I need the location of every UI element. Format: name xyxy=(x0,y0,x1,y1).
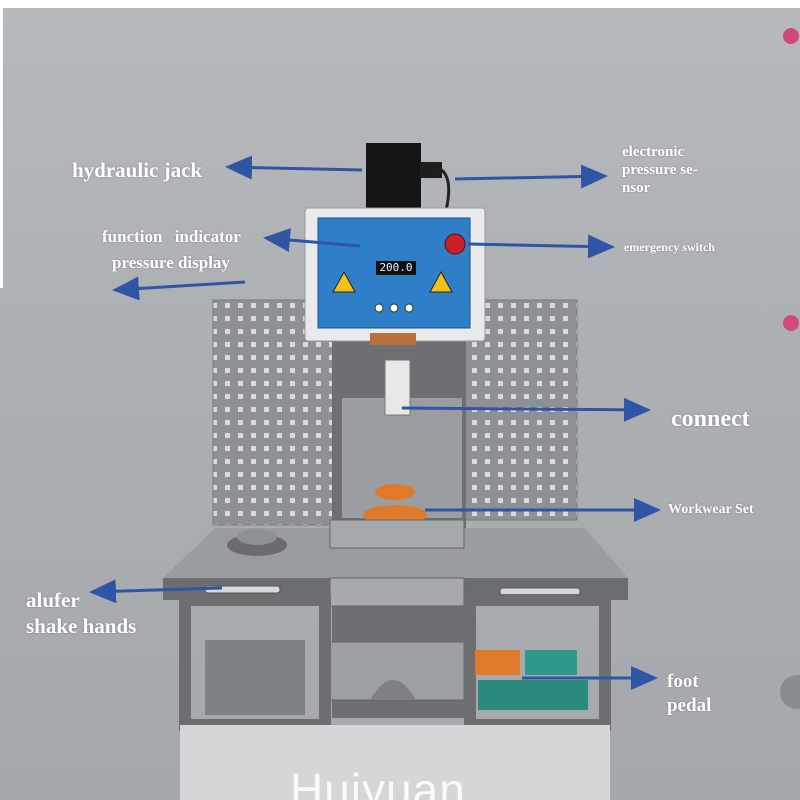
label-pressure-display: pressure display xyxy=(112,253,230,272)
foot-pedal-orange xyxy=(475,650,520,675)
pressure-display-screen: 200.0 xyxy=(376,261,416,275)
ram-fitting xyxy=(370,333,416,345)
label-function-indicator: function indicator xyxy=(102,227,241,246)
label-connect: connect xyxy=(671,406,750,432)
warning-sign-right xyxy=(429,270,453,293)
brand-watermark: Huiyuan xyxy=(290,764,466,800)
handle-right xyxy=(499,587,581,596)
cabinet-base xyxy=(180,725,610,800)
arrow-function-indicator xyxy=(263,228,361,252)
warning-sign-left xyxy=(332,270,356,293)
label-emergency-switch: emergency switch xyxy=(624,240,715,254)
label-workwear-set: Workwear Set xyxy=(668,502,754,517)
label-alufer-shake-hands: alufer shake hands xyxy=(26,588,137,638)
arrow-emergency-switch xyxy=(467,234,615,259)
ram xyxy=(384,359,411,416)
left-border xyxy=(0,0,3,288)
arrow-hydraulic-jack xyxy=(225,155,363,180)
arrow-pressure-display xyxy=(112,276,246,301)
emergency-switch xyxy=(444,233,466,255)
label-electronic-pressure-sensor: electronic pressure se- nsor xyxy=(622,144,698,196)
side-dot-mid[interactable] xyxy=(783,315,799,331)
foot-pedal-teal xyxy=(525,650,577,675)
hydraulic-jack xyxy=(366,143,421,218)
top-border xyxy=(0,0,800,8)
arrow-connect xyxy=(401,397,651,422)
label-foot-pedal: foot pedal xyxy=(667,671,712,716)
side-dot-top[interactable] xyxy=(783,28,799,44)
arrow-pressure-sensor xyxy=(454,164,608,189)
arrow-handles xyxy=(89,579,223,604)
label-hydraulic-jack: hydraulic jack xyxy=(72,158,203,182)
side-nav-arrow[interactable] xyxy=(780,675,800,709)
